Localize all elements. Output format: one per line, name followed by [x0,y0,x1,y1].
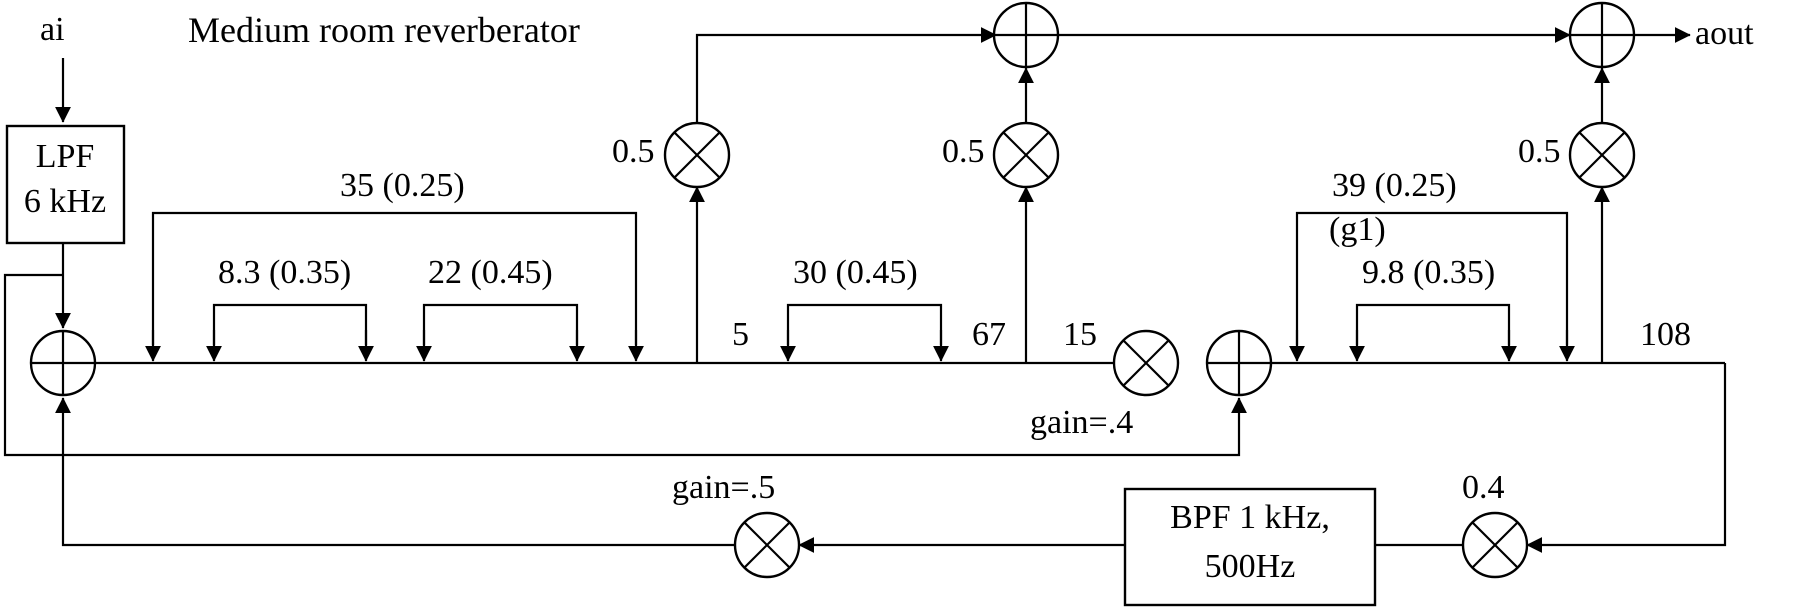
delay-15-label: 15 [1063,316,1097,353]
tap-1-to-sum [695,27,997,123]
return-gain-label: 0.4 [1462,469,1505,506]
lpf-label-line2: 6 kHz [24,183,106,220]
output-sum-node-1 [992,1,1060,69]
allpass-8-3-label: 8.3 (0.35) [218,254,351,291]
output-sum-node-2 [1568,1,1636,69]
inner-feedback-loop [3,273,1247,457]
allpass-outer-35-label: 35 (0.25) [340,167,465,204]
bpf-label-line2: 500Hz [1205,548,1296,585]
delay-67-label: 67 [972,316,1006,353]
input-label: ai [40,11,65,48]
allpass-9-8-bracket [1355,303,1511,345]
return-path [1526,363,1727,553]
allpass-39-bracket [1295,211,1569,345]
allpass-8-3-bracket [212,303,368,345]
lpf-block [5,124,126,245]
return-gain-multiplier [1461,511,1529,579]
lpf-label-line1: LPF [36,138,95,175]
outer-feedback-label: gain=.5 [672,469,775,506]
allpass-9-8-label: 9.8 (0.35) [1362,254,1495,291]
outer-feedback-multiplier [733,511,801,579]
mid-sum-node [1205,329,1273,397]
output-label: aout [1695,15,1754,52]
feedback-gain-label: gain=.4 [1030,404,1133,441]
tap-1-multiplier [663,121,731,189]
tap-1-gain: 0.5 [612,133,655,170]
allpass-22-bracket [422,303,579,345]
tap-3-gain: 0.5 [1518,133,1561,170]
diagram-title: Medium room reverberator [188,10,580,50]
outer-feedback-loop [55,397,735,547]
tap-2-gain: 0.5 [942,133,985,170]
feedback-gain-multiplier [1112,329,1180,397]
allpass-30-bracket [786,303,943,345]
bpf-block [1123,487,1377,607]
delay-108-label: 108 [1640,316,1691,353]
allpass-39-g1-label: (g1) [1329,211,1386,248]
allpass-30-label: 30 (0.45) [793,254,918,291]
allpass-39-label: 39 (0.25) [1332,167,1457,204]
allpass-outer-35-bracket [151,211,638,345]
bpf-label-line1: BPF 1 kHz, [1170,499,1330,536]
tap-3-multiplier [1568,121,1636,189]
allpass-22-label: 22 (0.45) [428,254,553,291]
input-sum-node [29,329,97,397]
delay-5-label: 5 [732,316,749,353]
tap-2-multiplier [992,121,1060,189]
